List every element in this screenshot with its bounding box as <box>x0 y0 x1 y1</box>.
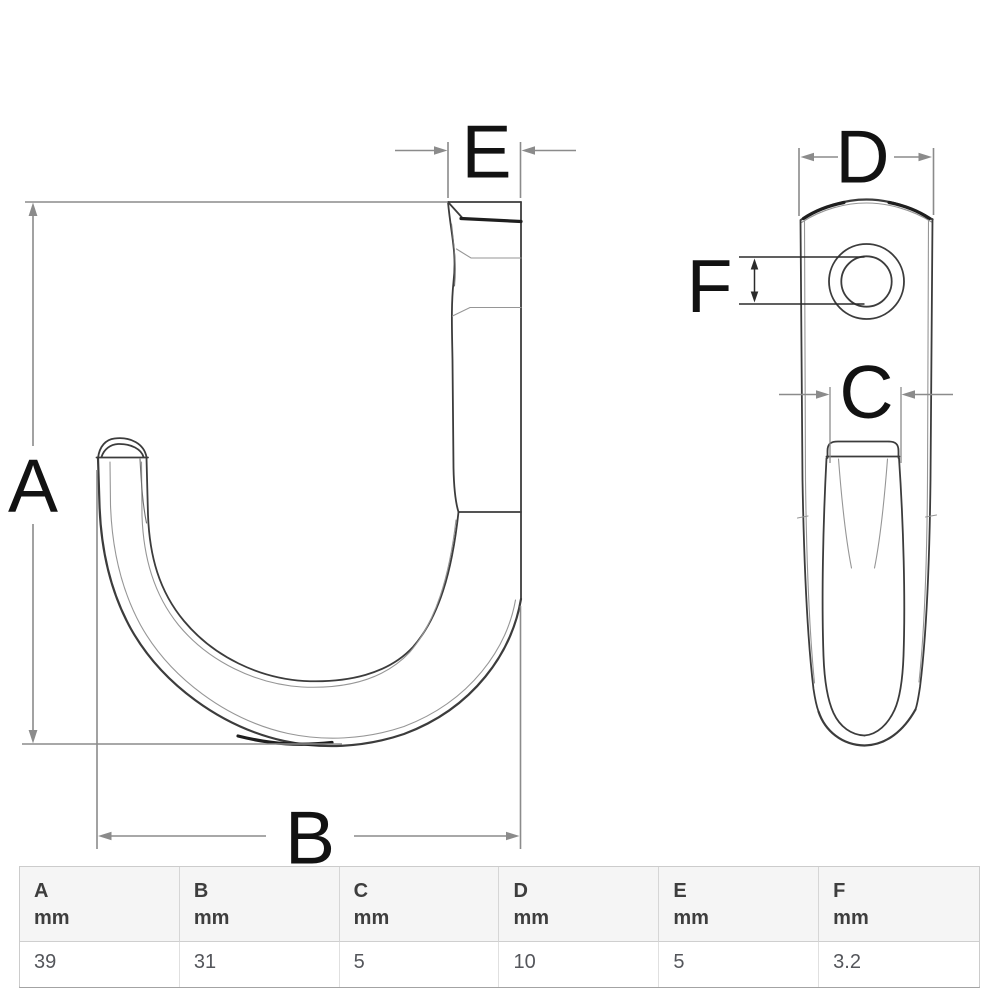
edge-tick-right <box>924 514 938 518</box>
tip-cap-outer-arc <box>97 437 148 459</box>
front-view <box>796 198 938 747</box>
spec-header-f: F mm <box>819 867 979 942</box>
dim-e-arrowhead-left <box>434 146 448 155</box>
dim-e-ext-lines <box>447 142 522 198</box>
dim-label-a: A <box>8 444 58 528</box>
spec-header-e-unit: mm <box>673 907 709 929</box>
dim-c-ext-lines <box>829 387 902 463</box>
dimension-c: C <box>779 350 953 463</box>
spec-header-b-label: B <box>193 880 209 902</box>
spec-value-e: 5 <box>659 942 820 987</box>
spec-header-e-label: E <box>673 880 687 902</box>
tip-front-cap <box>826 440 900 459</box>
dim-f-arrowhead-up <box>750 258 759 270</box>
bowl-inner-curve <box>145 457 460 683</box>
dim-b-arrowhead-right <box>506 831 520 841</box>
body-outer-right-edge <box>914 218 934 711</box>
tip-front-right-edge <box>863 457 906 737</box>
body-outer-right-echo <box>918 219 930 683</box>
dim-f-arrowhead-down <box>750 291 759 303</box>
spec-header-f-unit: mm <box>833 907 869 929</box>
bowl-outer-parallel <box>109 461 517 739</box>
edge-tick-left <box>796 515 809 519</box>
dim-label-b: B <box>285 796 335 880</box>
plate-top-arc-inner <box>800 202 934 224</box>
dim-e-arrowhead-right <box>521 146 535 155</box>
dim-c-arrowhead-left <box>816 390 830 399</box>
tip-front-mid-contour-left <box>837 458 853 569</box>
spec-value-b: 31 <box>179 942 340 987</box>
body-outer-left-echo <box>803 220 816 684</box>
dim-label-c: C <box>839 350 893 434</box>
spec-header-a-label: A <box>34 880 49 902</box>
tip-inner-contour <box>139 458 148 524</box>
dim-label-e: E <box>461 110 511 194</box>
body-outer-left-edge <box>799 219 820 713</box>
dimension-e: E <box>395 110 576 198</box>
hole-inner-circle <box>840 255 893 308</box>
spec-header-f-label: F <box>833 880 846 902</box>
spec-header-d-unit: mm <box>513 907 550 929</box>
dim-d-arrowhead-left <box>800 152 814 162</box>
spec-header-b: B mm <box>179 867 340 942</box>
dim-label-d: D <box>835 115 889 199</box>
body-bottom-u <box>817 708 917 747</box>
spec-header-b-unit: mm <box>193 907 230 929</box>
spec-value-c: 5 <box>339 942 500 987</box>
spec-value-a: 39 <box>20 942 180 987</box>
spec-header-c-unit: mm <box>353 907 390 929</box>
dimension-f: F <box>687 244 865 328</box>
dim-b-arrowhead-left <box>98 831 112 841</box>
dim-c-arrowhead-right <box>901 390 915 399</box>
spec-header-a-unit: mm <box>34 907 70 929</box>
spec-header-c-label: C <box>353 880 369 902</box>
tip-front-mid-contour-right <box>873 458 889 569</box>
spec-header-d-label: D <box>513 880 528 902</box>
shank-contour-lower <box>451 306 522 317</box>
dim-a-arrowhead-up <box>28 202 38 216</box>
spec-value-f: 3.2 <box>819 942 979 987</box>
bowl-outer-curve <box>96 456 523 748</box>
tip-cap-inner-arc <box>100 443 145 458</box>
shank-left-contour <box>450 223 456 287</box>
dim-d-arrowhead-right <box>918 152 932 162</box>
dimension-b: B <box>96 470 522 880</box>
shank-contour-upper <box>455 248 522 259</box>
side-view <box>95 201 523 748</box>
spec-value-d: 10 <box>499 942 660 987</box>
spec-header-c: C mm <box>339 867 500 942</box>
spec-header-a: A mm <box>20 867 180 942</box>
tip-front-left-edge <box>821 457 866 737</box>
shank-top-bevel-edge <box>459 216 523 224</box>
hole-boss-circle <box>828 243 905 320</box>
dimension-a: A <box>8 201 448 745</box>
dim-label-f: F <box>687 244 733 328</box>
spec-header-e: E mm <box>659 867 820 942</box>
dim-a-arrowhead-down <box>28 730 38 744</box>
bowl-inner-parallel <box>140 461 457 688</box>
dimension-d: D <box>798 115 935 216</box>
shank-top-bevel <box>447 201 463 219</box>
shank-left-edge <box>447 201 460 513</box>
plate-arc-shade-left <box>801 200 846 221</box>
spec-table: A mm B mm C mm D mm E mm F mm 39 31 5 10… <box>19 866 980 988</box>
spec-header-d: D mm <box>499 867 660 942</box>
dim-d-ext-lines <box>798 148 935 216</box>
plate-arc-shade-right <box>887 200 932 221</box>
